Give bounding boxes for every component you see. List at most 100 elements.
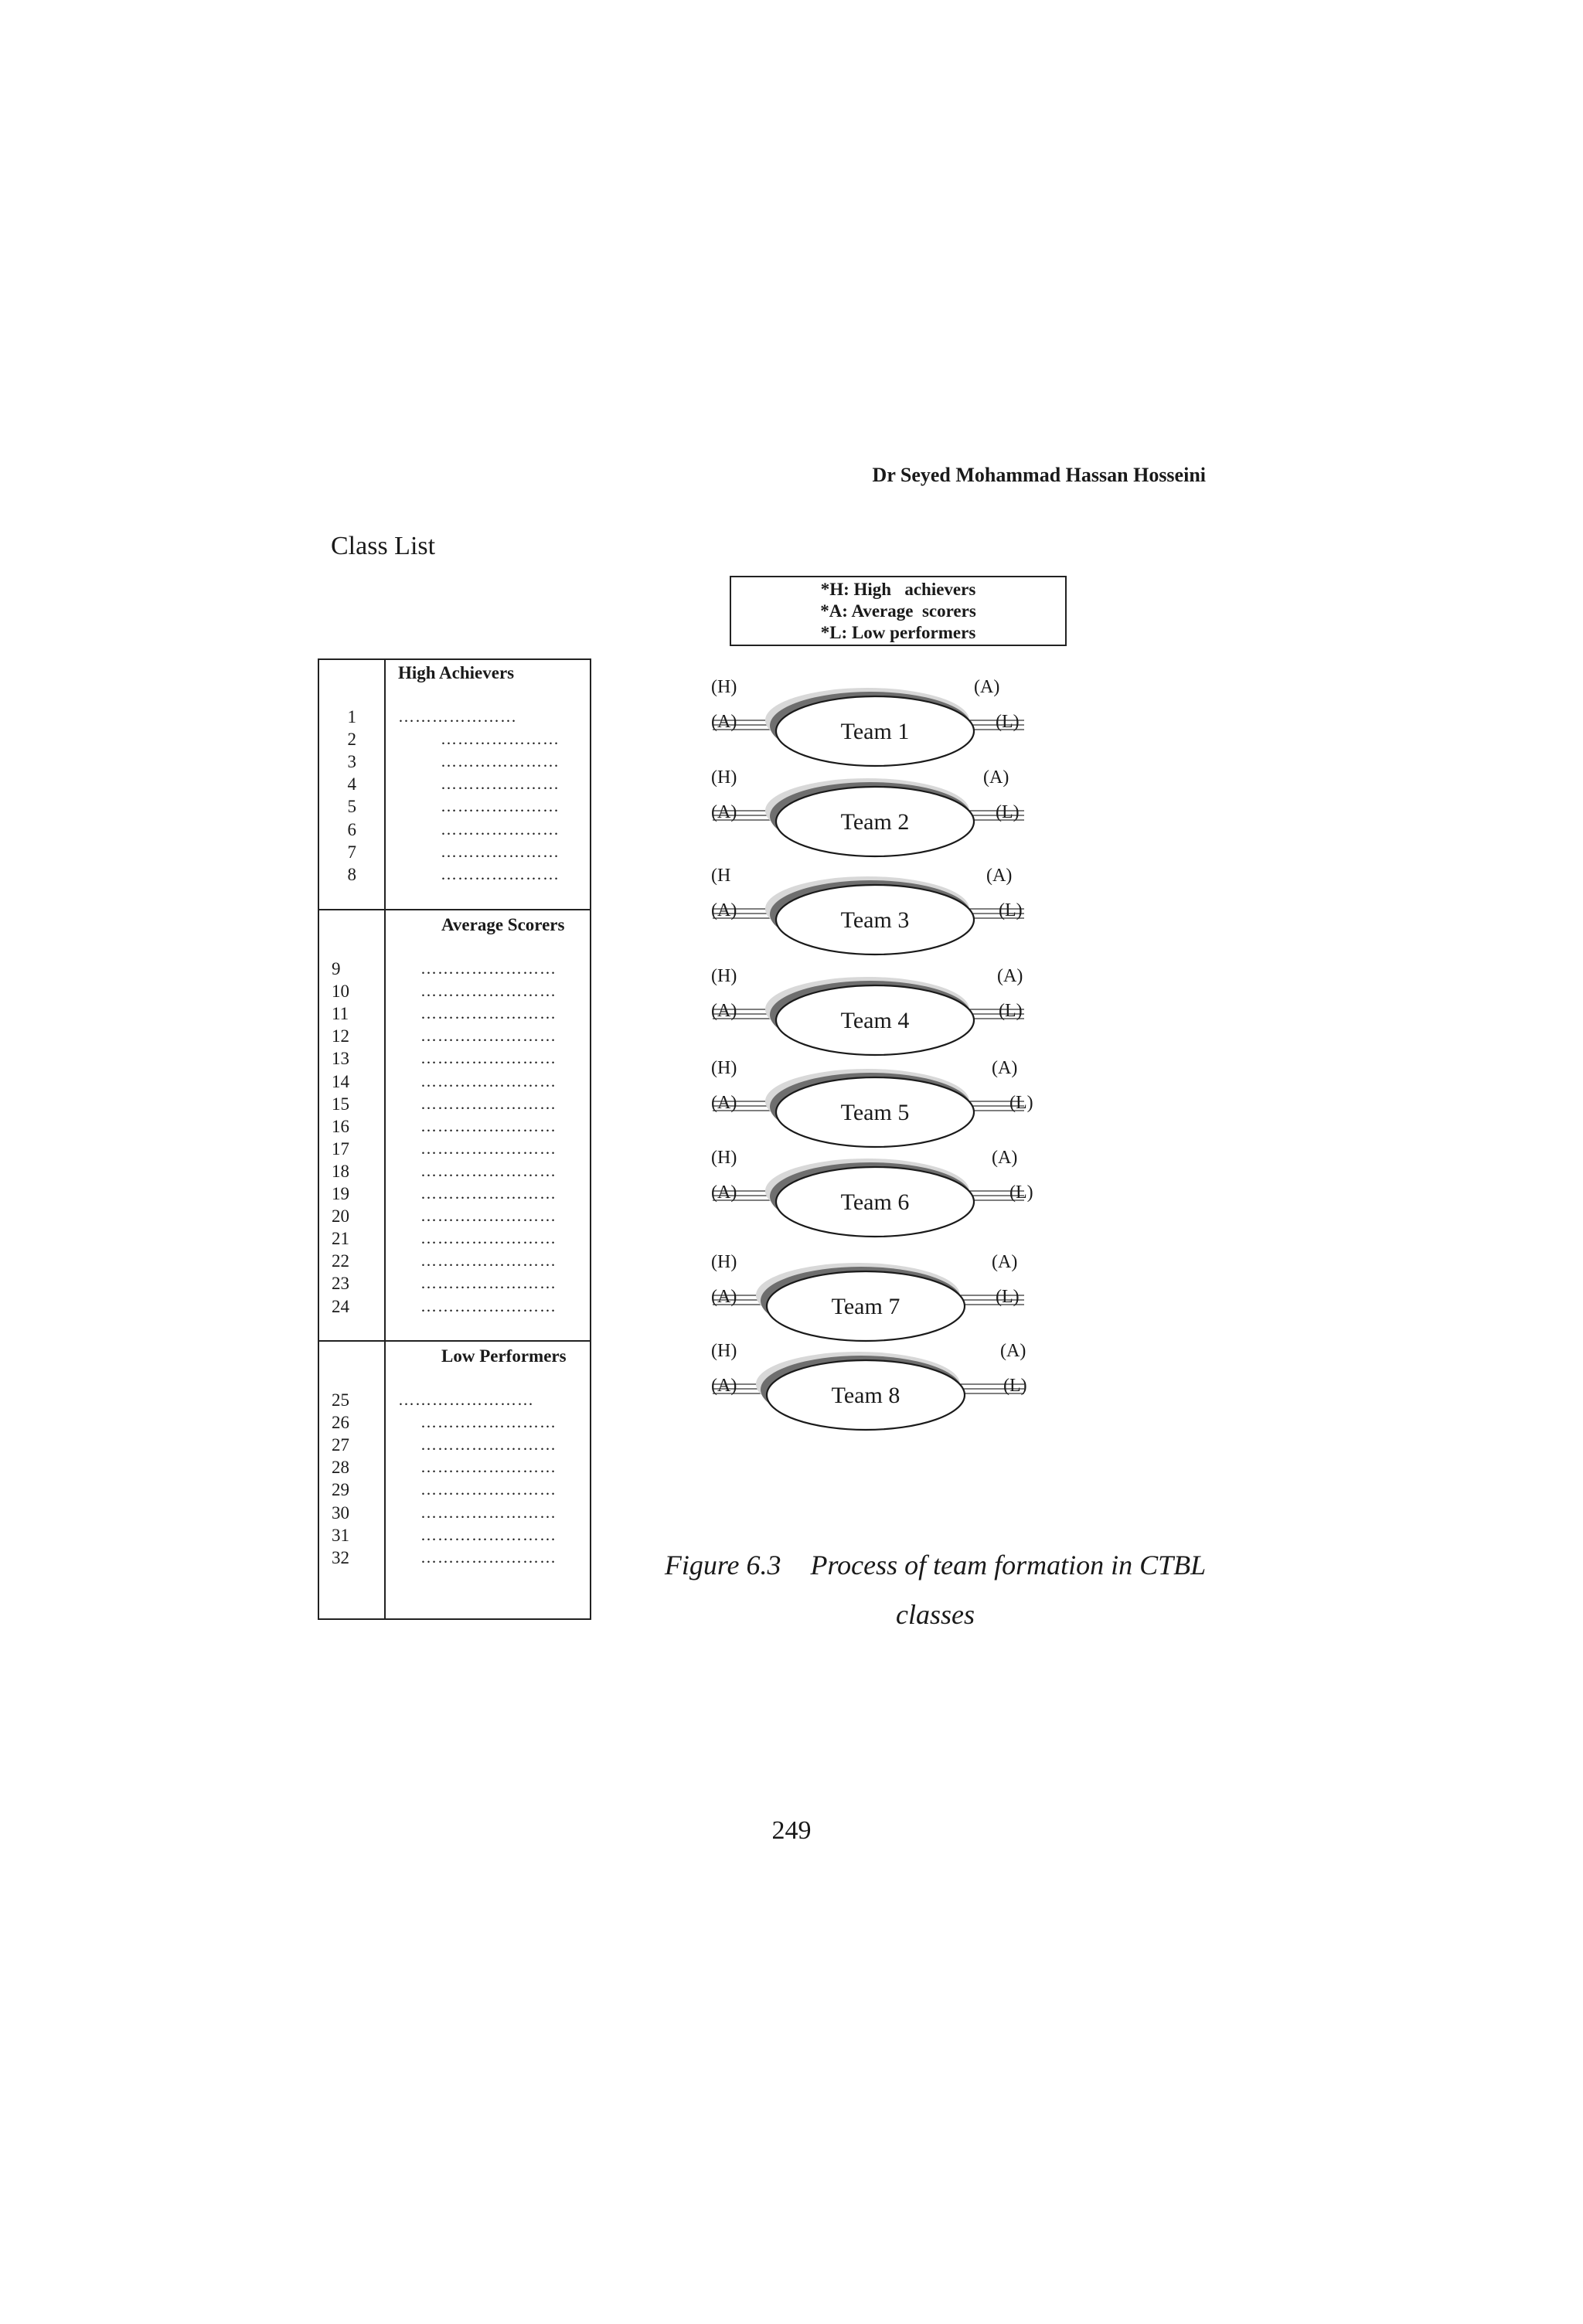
role-label-top-right: (A) [992, 1058, 1017, 1078]
row-blank-line: ………………… [441, 865, 560, 883]
section-heading: Average Scorers [441, 915, 565, 934]
team-name: Team 5 [841, 1100, 910, 1125]
team-formation-diagram: Team 1(H)(A)(A)(L)Team 2(H)(A)(A)(L)Team… [711, 677, 1033, 1431]
figure-caption-text: Process of team formation in CTBL [810, 1550, 1207, 1581]
row-blank-line: ………………… [398, 708, 517, 726]
role-label-top-right: (A) [992, 1148, 1017, 1168]
row-number: 17 [332, 1138, 349, 1159]
row-blank-line: …………………… [420, 1094, 557, 1113]
row-number: 11 [332, 1004, 349, 1024]
row-number: 13 [332, 1049, 349, 1069]
section-heading: High Achievers [398, 663, 515, 682]
role-label-top-right: (A) [986, 866, 1012, 886]
role-label-bottom-left: (A) [711, 900, 737, 920]
row-blank-line: …………………… [420, 1274, 557, 1293]
row-number: 30 [332, 1502, 349, 1523]
role-label-bottom-right: (L) [1009, 1182, 1033, 1203]
team-ellipse [774, 984, 975, 1057]
row-blank-line: …………………… [420, 1117, 557, 1135]
role-label-top-left: (H) [711, 966, 737, 986]
row-blank-line: …………………… [420, 1207, 557, 1226]
row-blank-line: ………………… [441, 798, 560, 816]
running-header: Dr Seyed Mohammad Hassan Hosseini [872, 464, 1206, 486]
team-ellipse [765, 1270, 966, 1342]
row-blank-line: …………………… [420, 1526, 557, 1544]
role-label-bottom-left: (A) [711, 712, 737, 732]
row-number: 28 [332, 1458, 349, 1478]
row-number: 8 [347, 864, 357, 884]
role-label-bottom-left: (A) [711, 1093, 737, 1113]
team-name: Team 6 [841, 1189, 910, 1215]
role-label-bottom-left: (A) [711, 1376, 737, 1396]
role-label-top-left: (H) [711, 767, 737, 788]
row-blank-line: ………………… [441, 775, 560, 794]
row-number: 23 [332, 1274, 349, 1294]
row-number: 4 [347, 774, 357, 795]
row-number: 24 [332, 1296, 349, 1316]
role-label-bottom-right: (L) [1003, 1376, 1027, 1396]
role-label-bottom-right: (L) [1009, 1093, 1033, 1113]
row-number: 16 [332, 1116, 349, 1136]
role-label-top-left: (H) [711, 1252, 737, 1272]
role-label-top-left: (H) [711, 1148, 737, 1168]
row-blank-line: ………………… [441, 842, 560, 861]
row-number: 18 [332, 1161, 349, 1181]
row-blank-line: ………………… [441, 820, 560, 839]
row-number: 5 [347, 797, 357, 817]
row-number: 29 [332, 1480, 349, 1500]
row-number: 22 [332, 1251, 349, 1271]
team-ellipse [774, 1165, 975, 1238]
role-label-top-right: (A) [997, 966, 1023, 986]
row-blank-line: ………………… [441, 730, 560, 749]
team-name: Team 7 [832, 1294, 900, 1319]
row-number: 19 [332, 1184, 349, 1203]
team-ellipse [765, 1359, 966, 1431]
number-column-divider [384, 660, 386, 1618]
row-blank-line: …………………… [420, 1072, 557, 1091]
row-blank-line: …………………… [420, 1185, 557, 1203]
row-number: 3 [347, 752, 357, 772]
row-number: 31 [332, 1525, 349, 1545]
legend-high: *H: High achievers [820, 580, 976, 599]
row-number: 6 [347, 819, 357, 839]
row-number: 32 [332, 1547, 349, 1567]
team-name: Team 8 [832, 1383, 900, 1408]
row-blank-line: …………………… [420, 1139, 557, 1158]
role-label-bottom-left: (A) [711, 1287, 737, 1307]
role-label-bottom-right: (L) [999, 1001, 1023, 1021]
row-number: 1 [347, 707, 357, 726]
team-ellipse [774, 785, 975, 858]
row-blank-line: …………………… [420, 1436, 557, 1455]
team-ellipse [774, 883, 975, 956]
role-label-top-right: (A) [992, 1252, 1017, 1272]
row-number: 27 [332, 1435, 349, 1455]
row-blank-line: …………………… [420, 1548, 557, 1567]
role-label-bottom-left: (A) [711, 802, 737, 822]
row-blank-line: …………………… [420, 1027, 557, 1046]
legend-box: *H: High achievers *A: Average scorers *… [730, 576, 1067, 646]
row-number: 9 [332, 959, 341, 978]
legend-low: *L: Low performers [820, 623, 976, 642]
role-label-bottom-left: (A) [711, 1001, 737, 1021]
class-list-title: Class List [331, 532, 436, 560]
role-label-bottom-right: (L) [996, 1287, 1020, 1307]
row-blank-line: …………………… [420, 1050, 557, 1068]
team-ellipse [774, 695, 975, 767]
figure-caption-line-2: classes [896, 1599, 975, 1630]
team-name: Team 1 [841, 719, 910, 744]
row-blank-line: …………………… [420, 960, 557, 978]
role-label-top-right: (A) [974, 677, 999, 697]
row-number: 25 [332, 1390, 349, 1410]
row-number: 21 [332, 1229, 349, 1249]
row-blank-line: …………………… [420, 1414, 557, 1432]
role-label-top-left: (H [711, 866, 730, 886]
legend-average: *A: Average scorers [820, 601, 976, 621]
role-label-top-right: (A) [1000, 1341, 1026, 1361]
role-label-bottom-right: (L) [996, 712, 1020, 732]
team-ellipse [774, 1076, 975, 1148]
row-number: 15 [332, 1094, 349, 1114]
row-blank-line: …………………… [398, 1391, 534, 1409]
row-number: 10 [332, 982, 349, 1002]
row-number: 14 [332, 1071, 349, 1091]
